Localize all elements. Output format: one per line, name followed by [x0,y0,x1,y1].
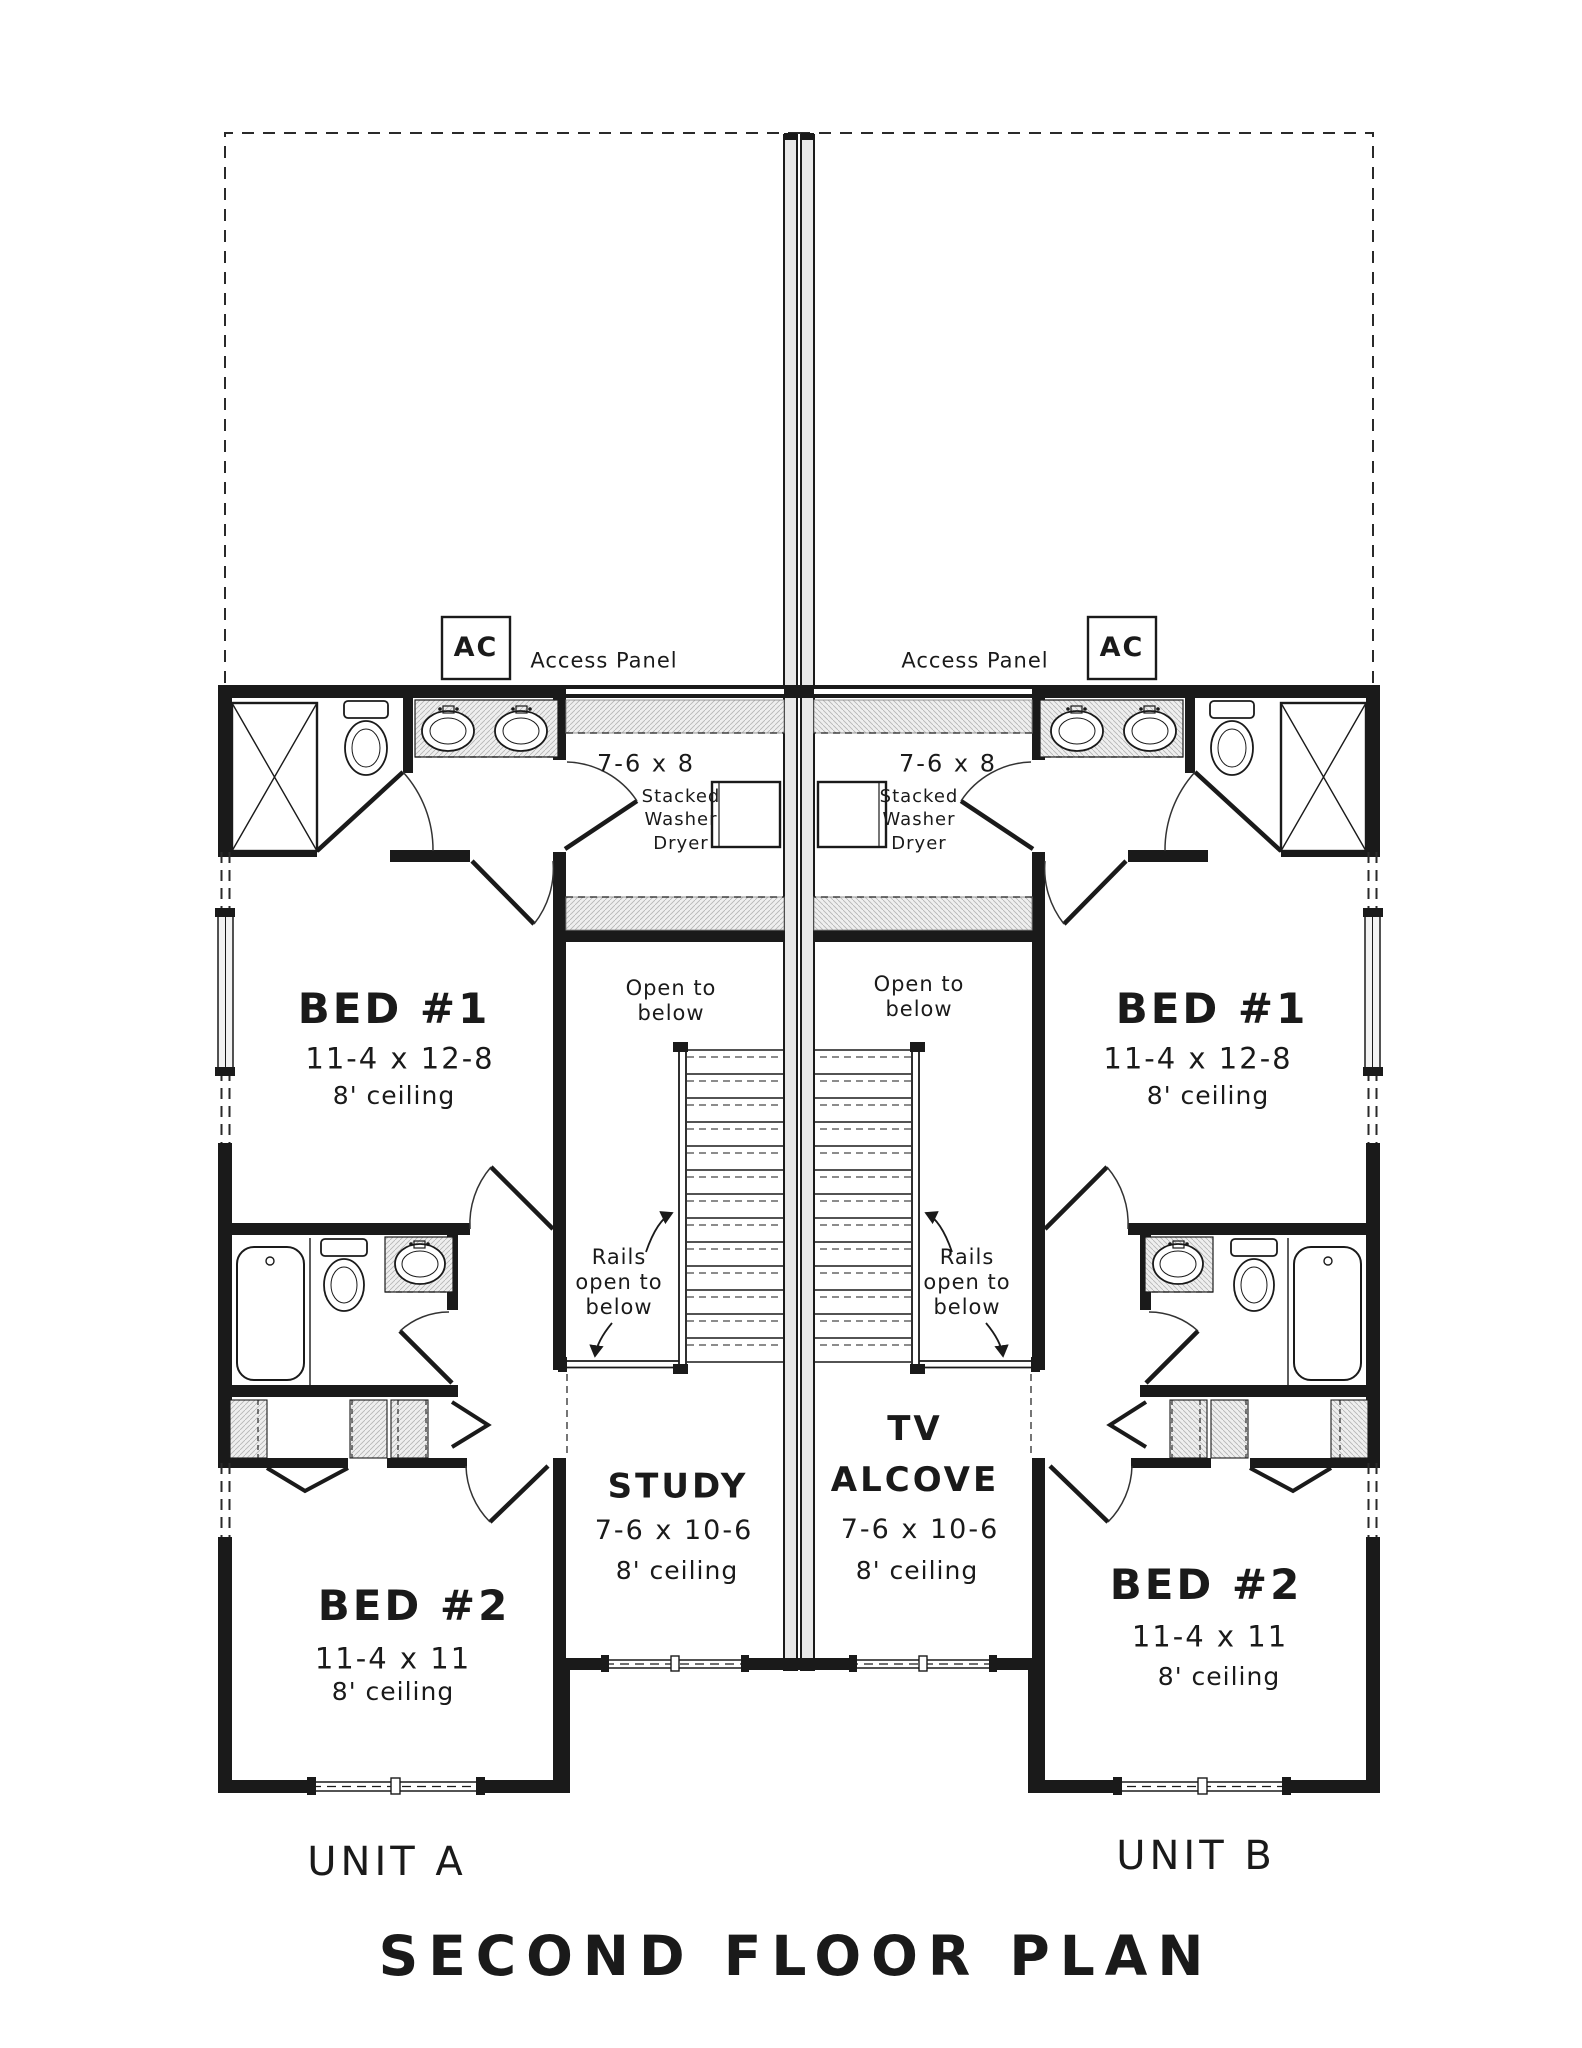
unit-b-label: UNIT B [1116,1833,1276,1879]
vanity-bath2 [384,1236,454,1293]
stair-rail [558,1357,679,1372]
tub [236,1238,311,1385]
party-wall [783,134,798,1671]
access-panel-label-a: Access Panel [530,648,678,673]
door-bath2 [398,1311,454,1385]
bifold-door-down [265,1466,349,1494]
bed2-a-dims: 11-4 x 11 [314,1641,472,1676]
laundry-dims-a: 7-6 x 8 [597,749,695,778]
ac-label-a: AC [453,631,499,663]
laundry-dims-b: 7-6 x 8 [899,749,997,778]
bed1-b-ceiling: 8' ceiling [1146,1081,1270,1110]
bed2-b-ceiling: 8' ceiling [1157,1662,1281,1691]
knee-wall-dashes [220,852,231,1537]
window-bed1-side [215,908,235,1076]
study-dims: 7-6 x 10-6 [594,1514,754,1546]
door-laundry [563,761,639,851]
staircase [673,1042,784,1374]
open-to-below-label-b: Open to below [873,971,965,1021]
access-panel-label-b: Access Panel [901,648,1049,673]
washer-dryer-label-b: Stacked Washer Dryer [879,785,959,854]
bed1-a-dims: 11-4 x 12-8 [305,1041,495,1076]
rails-label-b: Rails open to below [923,1245,1011,1320]
closets [229,1399,492,1494]
page-title: SECOND FLOOR PLAN [378,1924,1214,1988]
walls [218,685,800,1793]
ac-label-b: AC [1099,631,1145,663]
bed1-a-ceiling: 8' ceiling [332,1081,456,1110]
bed1-b-name: BED #1 [1115,983,1309,1033]
double-vanity [414,699,559,758]
bed1-b-dims: 11-4 x 12-8 [1103,1041,1293,1076]
open-to-below-label-a: Open to below [625,975,717,1025]
door-bed1-lower [469,1165,555,1231]
attic-soffit-bottom [565,896,785,931]
bed1-a-name: BED #1 [297,983,491,1033]
washer-dryer-label-a: Stacked Washer Dryer [641,785,721,854]
bed2-b-name: BED #2 [1109,1559,1303,1609]
ac-unit-box [440,615,512,681]
bed2-a-ceiling: 8' ceiling [331,1677,455,1706]
tv-alcove-ceiling: 8' ceiling [855,1556,979,1585]
bed2-b-dims: 11-4 x 11 [1131,1619,1289,1654]
toilet-bath2 [320,1238,368,1312]
rails-label-a: Rails open to below [575,1245,663,1320]
unit-a-label: UNIT A [307,1839,467,1885]
tv-alcove-name: TV ALCOVE [830,1409,1000,1500]
bed2-a-name: BED #2 [317,1580,511,1630]
unit-a-geometry [215,132,800,1795]
bifold-door-right [450,1400,492,1449]
attic-soffit-top [565,699,785,734]
doors [315,761,639,1524]
door-bed2 [465,1464,550,1524]
window-bed2 [307,1777,485,1795]
rail-arrows [589,1211,674,1358]
stacked-washer-dryer [710,780,782,849]
window-study [601,1655,749,1672]
door-bed1-upper [470,859,555,926]
study-name: STUDY [607,1466,749,1507]
tv-alcove-dims: 7-6 x 10-6 [840,1513,1000,1545]
shower [230,701,319,853]
door-bath1 [315,770,434,853]
study-ceiling: 8' ceiling [615,1556,739,1585]
roof-outline [224,132,799,683]
toilet-bath1 [343,700,389,776]
